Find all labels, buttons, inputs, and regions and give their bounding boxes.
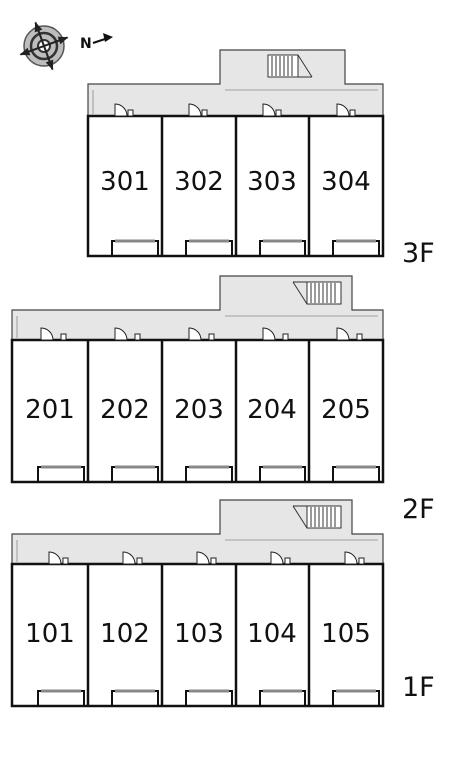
compass-icon xyxy=(19,21,69,71)
room-number: 101 xyxy=(25,619,75,649)
room-number: 304 xyxy=(321,167,371,197)
room-number: 102 xyxy=(100,619,150,649)
door-icon xyxy=(40,327,363,341)
room-number: 205 xyxy=(321,395,371,425)
door-icon xyxy=(48,551,365,565)
compass-letter: N xyxy=(80,36,92,52)
staircase-icon xyxy=(292,281,342,305)
room-number: 202 xyxy=(100,395,150,425)
room-number: 303 xyxy=(247,167,297,197)
room-number: 105 xyxy=(321,619,371,649)
floor-label: 1F xyxy=(402,672,435,703)
compass-arrow-icon xyxy=(92,33,113,44)
room-number: 301 xyxy=(100,167,150,197)
room-number: 203 xyxy=(174,395,224,425)
room-number: 201 xyxy=(25,395,75,425)
room-number: 104 xyxy=(247,619,297,649)
floor-3f: 301 302 303 304 3F xyxy=(86,49,435,269)
door-icon xyxy=(114,103,356,117)
floor-label: 2F xyxy=(402,494,435,525)
staircase-icon xyxy=(292,505,342,529)
balcony-icon xyxy=(111,239,380,256)
balcony-icon xyxy=(37,689,380,706)
room-number: 103 xyxy=(174,619,224,649)
room-block-2f xyxy=(10,338,385,484)
room-number: 204 xyxy=(247,395,297,425)
room-block-1f xyxy=(10,562,385,708)
room-block-3f xyxy=(86,114,385,258)
balcony-icon xyxy=(37,465,380,482)
floor-2f: 201 202 203 204 205 2F xyxy=(10,275,435,525)
staircase-icon xyxy=(267,54,313,78)
floor-label: 3F xyxy=(402,238,435,269)
room-number: 302 xyxy=(174,167,224,197)
floor-1f: 101 102 103 104 105 1F xyxy=(10,499,435,708)
